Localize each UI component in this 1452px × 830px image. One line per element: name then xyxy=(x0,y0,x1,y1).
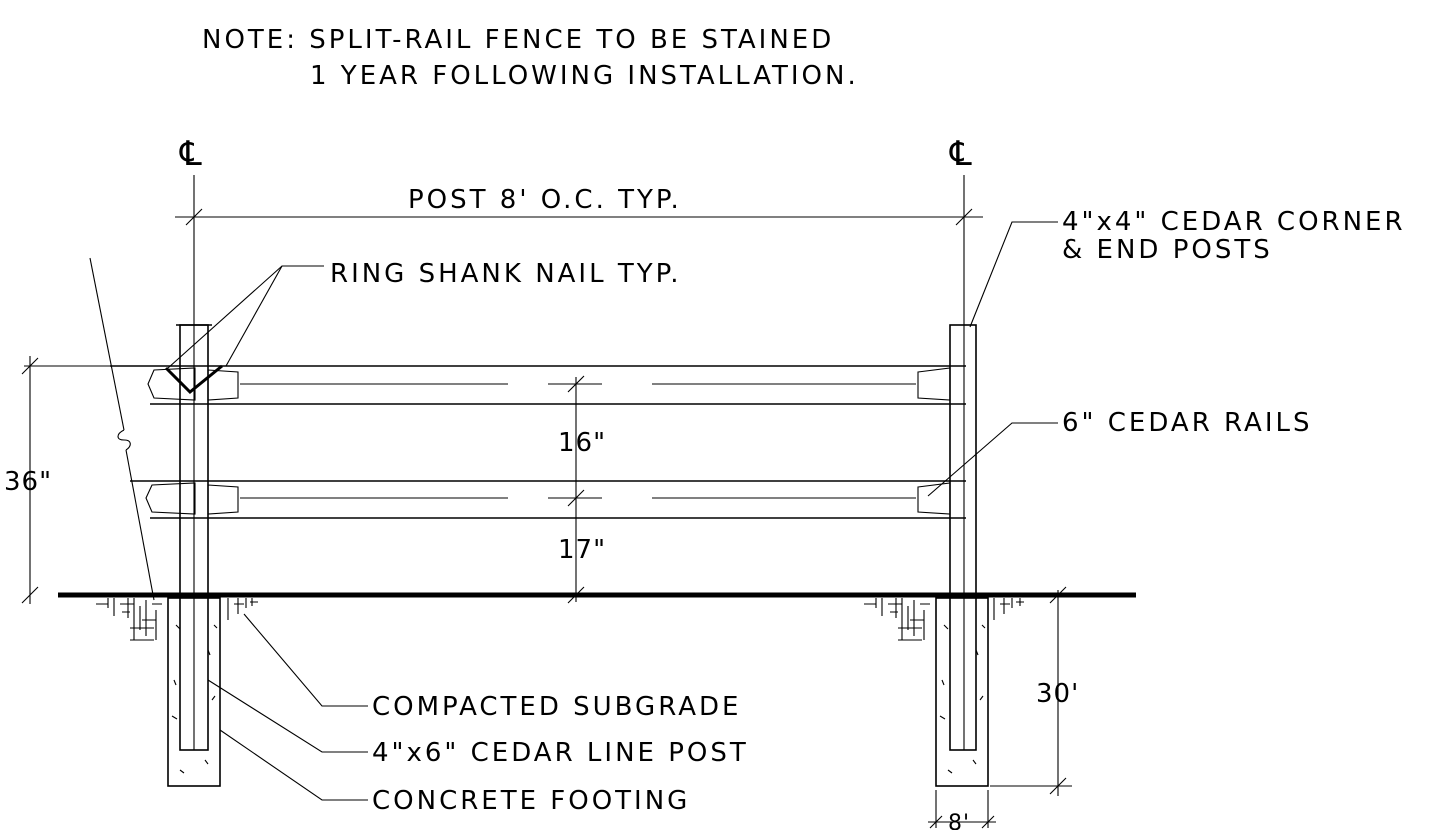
footing-depth-label: 30' xyxy=(1036,679,1079,709)
rail-spacing-dimension xyxy=(567,375,585,604)
concrete-footing-leader xyxy=(219,729,368,801)
ring-shank-nails xyxy=(164,364,223,395)
concrete-footing-label: CONCRETE FOOTING xyxy=(372,786,690,816)
footing-width-dimension xyxy=(928,790,996,829)
break-line xyxy=(89,257,155,601)
concrete-footing-right xyxy=(935,597,989,787)
corner-post-leader xyxy=(969,221,1058,328)
centerline-symbol-right: ℄ xyxy=(949,134,972,174)
cedar-rails-label: 6" CEDAR RAILS xyxy=(1062,408,1312,438)
bottom-rail-height-label: 17" xyxy=(558,535,606,565)
footing-width-label: 8' xyxy=(948,811,970,830)
note-line-1: NOTE: SPLIT-RAIL FENCE TO BE STAINED xyxy=(202,25,834,55)
total-height-dimension xyxy=(21,356,110,604)
bottom-rail xyxy=(130,480,966,519)
line-post-leader xyxy=(207,679,368,753)
corner-post xyxy=(949,324,977,751)
footing-depth-dimension xyxy=(990,586,1072,796)
post-spacing-label: POST 8' O.C. TYP. xyxy=(408,185,682,215)
note-line-2: 1 YEAR FOLLOWING INSTALLATION. xyxy=(310,61,859,91)
soil-hatch-right xyxy=(864,598,1024,641)
compacted-subgrade-leader xyxy=(243,613,368,707)
ring-shank-nail-label: RING SHANK NAIL TYP. xyxy=(330,259,682,289)
corner-posts-label-2: & END POSTS xyxy=(1062,235,1273,265)
ring-shank-nail-leader xyxy=(167,265,324,369)
top-rail xyxy=(110,365,966,405)
corner-posts-label-1: 4"x4" CEDAR CORNER xyxy=(1062,207,1406,237)
soil-hatch-left xyxy=(96,598,258,641)
centerline-symbol-left: ℄ xyxy=(179,134,202,174)
compacted-subgrade-label: COMPACTED SUBGRADE xyxy=(372,692,741,722)
rail-spacing-label: 16" xyxy=(558,428,606,458)
total-height-label: 36" xyxy=(4,467,52,497)
concrete-footing-left xyxy=(167,597,221,787)
post-spacing-dimension xyxy=(175,175,983,330)
line-post-label: 4"x6" CEDAR LINE POST xyxy=(372,738,749,768)
cedar-rails-leader xyxy=(927,422,1058,497)
